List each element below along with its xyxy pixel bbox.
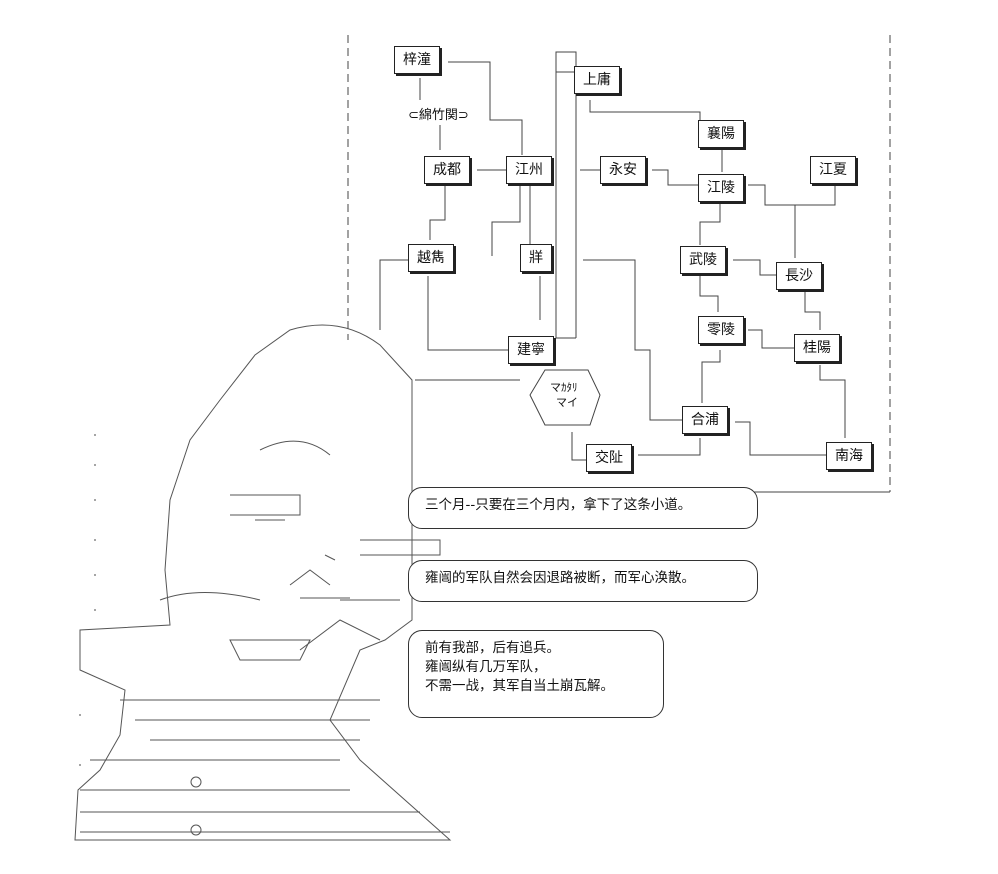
node-wuling: 武陵 <box>680 246 726 274</box>
node-yongan: 永安 <box>600 156 646 184</box>
bubble-3-line-1: 前有我部，后有追兵。 <box>425 640 560 656</box>
ascii-art-dots <box>79 434 96 766</box>
node-jianning: 建寧 <box>508 336 554 364</box>
speech-bubble-1: 三个月--只要在三个月内，拿下了这条小道。 <box>408 487 758 529</box>
central-pillar <box>529 51 601 426</box>
node-guiyang: 桂陽 <box>794 334 840 362</box>
node-lingling: 零陵 <box>698 316 744 344</box>
node-zangke: 牂 <box>520 244 552 272</box>
bubble-3-line-2: 雍闿纵有几万军队， <box>425 659 547 675</box>
node-shangyong: 上庸 <box>574 66 620 94</box>
node-jiaozhi: 交阯 <box>586 444 632 472</box>
node-zitong: 梓潼 <box>394 46 440 74</box>
node-yuexi: 越雋 <box>408 244 454 272</box>
node-jiangling: 江陵 <box>698 174 744 202</box>
node-changsha: 長沙 <box>776 262 822 290</box>
map-frame <box>347 35 891 493</box>
node-xiangyang: 襄陽 <box>698 120 744 148</box>
bubble-1-line-1: 三个月--只要在三个月内，拿下了这条小道。 <box>425 497 692 513</box>
node-nanhai: 南海 <box>826 442 872 470</box>
road-sign-line-1: マｶﾀﾘ <box>550 381 578 394</box>
ascii-art-figure <box>74 324 452 841</box>
bubble-3-line-3: 不需一战，其军自当土崩瓦解。 <box>425 678 614 694</box>
node-jiangxia: 江夏 <box>810 156 856 184</box>
node-chengdu: 成都 <box>424 156 470 184</box>
node-hepu: 合浦 <box>682 406 728 434</box>
road-sign-line-2: マイ <box>556 396 578 409</box>
node-mianzhuguan: ⊂綿竹関⊃ <box>406 104 471 123</box>
speech-bubble-2: 雍闿的军队自然会因退路被断，而军心涣散。 <box>408 560 758 602</box>
speech-bubble-3: 前有我部，后有追兵。 雍闿纵有几万军队， 不需一战，其军自当土崩瓦解。 <box>408 630 664 718</box>
node-jiangzhou: 江州 <box>506 156 552 184</box>
bubble-2-line-1: 雍闿的军队自然会因退路被断，而军心涣散。 <box>425 570 695 586</box>
